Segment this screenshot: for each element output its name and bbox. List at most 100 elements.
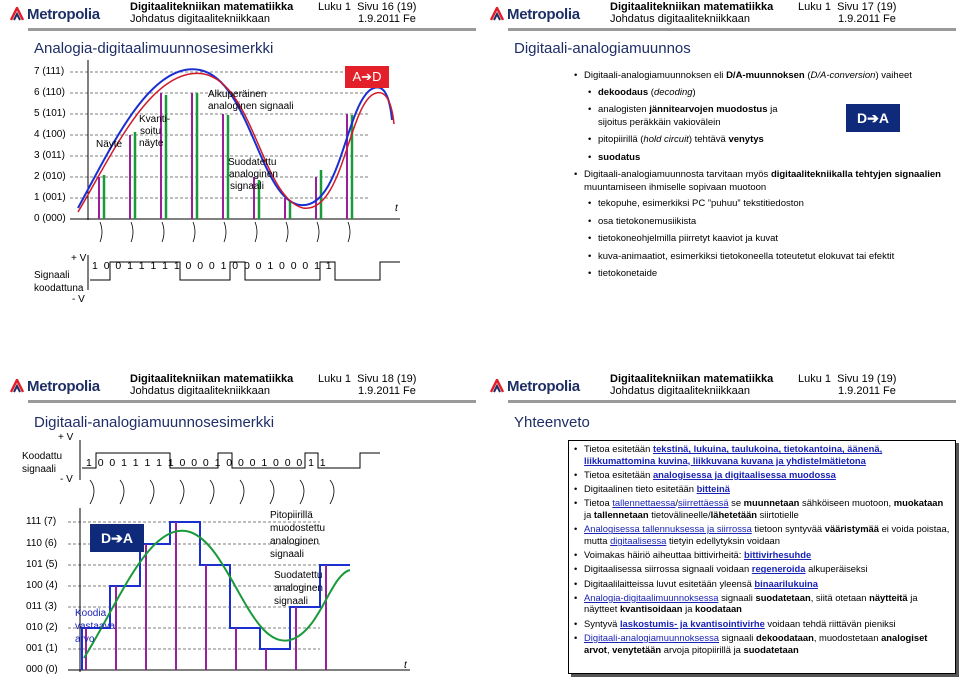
summary-box: Tietoa esitetään tekstinä, lukuina, taul… — [568, 440, 956, 674]
course-name: Digitaalitekniikan matematiikka — [610, 373, 774, 385]
chapter-name: Johdatus digitaalitekniikkaan — [130, 385, 271, 397]
sample-label: Näyte — [96, 139, 123, 150]
header-rule — [28, 28, 476, 31]
date-label: 1.9.2011 Fe — [838, 385, 896, 397]
level-label: 110 (6) — [26, 538, 57, 549]
quantized-label-3: näyte — [139, 138, 164, 149]
level-label: 010 (2) — [26, 622, 58, 633]
header-rule — [508, 28, 956, 31]
date-label: 1.9.2011 Fe — [358, 385, 416, 397]
bullet-item: Digitaali-analogiamuunnoksen eli D/A-muu… — [572, 70, 956, 83]
filtered-label-1: Suodatettu — [228, 157, 277, 168]
hold-label-3: analoginen — [270, 536, 319, 547]
bit-sequence: 1 0 0 1 1 1 1 1 0 0 0 1 0 0 0 1 0 0 0 1 … — [92, 260, 332, 272]
summary-item: Digitaalisessa siirrossa signaali voidaa… — [573, 563, 952, 575]
coded-label-1: Koodattu — [22, 451, 63, 462]
da-badge: D➔A — [90, 524, 144, 552]
level-label: 0 (000) — [34, 213, 66, 224]
sample-arrows — [99, 221, 351, 243]
page-number: Sivu 17 (19) — [837, 1, 897, 13]
bullet-item: suodatus — [572, 152, 956, 165]
bullet-item: osa tietokonemusiikista — [572, 216, 956, 229]
date-label: 1.9.2011 Fe — [358, 13, 416, 25]
level-label: 100 (4) — [26, 580, 58, 591]
summary-item: Analogia-digitaalimuunnoksessa signaali … — [573, 592, 952, 615]
metropolia-icon — [490, 7, 504, 21]
quantized-label-2: soitu — [140, 126, 162, 137]
level-label: 111 (7) — [26, 516, 57, 527]
lecture-label: Luku 1 — [318, 373, 352, 385]
ad-badge: A➔D — [345, 66, 389, 88]
bullet-item: Digitaali-analogiamuunnosta tarvitaan my… — [572, 169, 956, 194]
slide-header: Metropolia Digitaalitekniikan matematiik… — [0, 0, 480, 31]
metropolia-icon — [490, 379, 504, 393]
plus-v-label: + V — [71, 253, 87, 264]
course-name: Digitaalitekniikan matematiikka — [610, 1, 774, 13]
lecture-label: Luku 1 — [318, 1, 352, 13]
level-label: 6 (110) — [34, 87, 65, 98]
level-label: 101 (5) — [26, 559, 58, 570]
header-rule — [28, 400, 476, 403]
chapter-name: Johdatus digitaalitekniikkaan — [130, 13, 271, 25]
slide-16: Metropolia Digitaalitekniikan matematiik… — [0, 0, 480, 340]
summary-item: Tietoa esitetään tekstinä, lukuina, taul… — [573, 443, 952, 466]
page-title: Analogia-digitaalimuunnosesimerkki — [34, 40, 274, 57]
slide-19: Metropolia Digitaalitekniikan matematiik… — [480, 340, 960, 680]
page-number: Sivu 18 (19) — [357, 373, 417, 385]
summary-item: Analogisessa tallennuksessa ja siirrossa… — [573, 523, 952, 546]
t-axis-label: t — [395, 203, 398, 214]
summary-item: Tietoa esitetään analogisessa ja digitaa… — [573, 469, 952, 481]
summary-item: Digitaalinen tieto esitetään bitteinä — [573, 483, 952, 495]
metropolia-logo: Metropolia — [490, 376, 580, 396]
summary-item: Syntyvä laskostumis- ja kvantisointivirh… — [573, 618, 952, 630]
slide-header: Metropolia Digitaalitekniikan matematiik… — [480, 0, 960, 31]
filtered-label-3: signaali — [274, 596, 308, 607]
bullet-item: analogisten jännitearvojen muodostus jas… — [572, 104, 956, 129]
bullet-item: dekoodaus (decoding) — [572, 87, 956, 100]
da-bullets: Digitaali-analogiamuunnoksen eli D/A-muu… — [572, 70, 956, 286]
ad-conversion-diagram — [70, 60, 400, 290]
level-label: 2 (010) — [34, 171, 66, 182]
metropolia-logo: Metropolia — [10, 376, 100, 396]
bullet-item: tekopuhe, esimerkiksi PC ”puhuu” tekstit… — [572, 198, 956, 211]
coded-label: koodattuna — [34, 283, 84, 294]
lecture-label: Luku 1 — [798, 373, 832, 385]
chapter-name: Johdatus digitaalitekniikkaan — [610, 13, 751, 25]
slide-header: Metropolia Digitaalitekniikan matematiik… — [480, 372, 960, 403]
metropolia-logo: Metropolia — [10, 4, 100, 24]
sample-bars — [102, 93, 354, 219]
hold-label-2: muodostettu — [270, 523, 326, 534]
course-name: Digitaalitekniikan matematiikka — [130, 1, 294, 13]
da-badge: D➔A — [846, 104, 900, 132]
page-number: Sivu 16 (19) — [357, 1, 417, 13]
page-title: Yhteenveto — [514, 414, 590, 431]
da-conversion-diagram — [68, 440, 410, 672]
course-name: Digitaalitekniikan matematiikka — [130, 373, 294, 385]
chapter-name: Johdatus digitaalitekniikkaan — [610, 385, 751, 397]
bullet-item: pitopiirillä (hold circuit) tehtävä veny… — [572, 134, 956, 147]
filtered-label-1: Suodatettu — [274, 570, 323, 581]
filtered-label-3: signaali — [230, 181, 264, 192]
bullet-item: kuva-animaatiot, esimerkiksi tietokoneel… — [572, 251, 956, 264]
date-label: 1.9.2011 Fe — [838, 13, 896, 25]
original-label-2: analoginen signaali — [208, 101, 294, 112]
filtered-label-2: analoginen — [229, 169, 278, 180]
level-label: 001 (1) — [26, 643, 58, 654]
level-label: 1 (001) — [34, 192, 66, 203]
filtered-label-2: analoginen — [274, 583, 323, 594]
bullet-item: tietokonetaide — [572, 268, 956, 281]
summary-item: Digitaali-analogiamuunnoksessa signaali … — [573, 632, 952, 655]
original-label-1: Alkuperäinen — [208, 89, 267, 100]
level-label: 011 (3) — [26, 601, 57, 612]
summary-item: Digitaalilaitteissa luvut esitetään ylee… — [573, 578, 952, 590]
code-value-label-3: arvo — [75, 634, 95, 645]
summary-item: Tietoa tallennettaessa/siirrettäessä se … — [573, 497, 952, 520]
minus-v-label: - V — [72, 294, 85, 305]
original-signal — [77, 68, 393, 209]
filtered-signal — [83, 529, 351, 659]
level-label: 4 (100) — [34, 129, 66, 140]
slide-17: Metropolia Digitaalitekniikan matematiik… — [480, 0, 960, 340]
bit-sequence: 1 0 0 1 1 1 1 1 0 0 0 1 0 0 0 1 0 0 0 1 … — [86, 457, 326, 469]
level-label: 3 (011) — [34, 150, 65, 161]
quantized-bars — [98, 93, 348, 219]
